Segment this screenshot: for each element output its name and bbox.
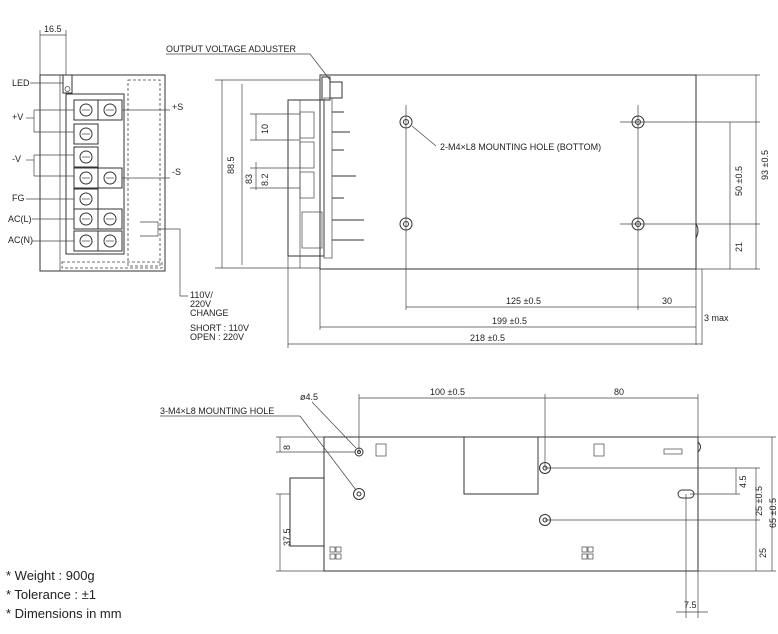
label-output-voltage-adjuster: OUTPUT VOLTAGE ADJUSTER — [166, 44, 297, 54]
dim-30: 30 — [662, 296, 672, 306]
dim-25-a: 25 ±0.5 — [754, 486, 764, 516]
label-ac-l: AC(L) — [8, 214, 32, 224]
terminal-screws — [73, 99, 123, 252]
top-view: OUTPUT VOLTAGE ADJUSTER — [166, 44, 770, 348]
chassis-top — [319, 74, 697, 270]
dim-37-5: 37.5 — [282, 528, 292, 546]
terminal-strip-side — [287, 99, 325, 257]
label-fg: FG — [12, 193, 25, 203]
terminal-block — [65, 93, 125, 255]
dim-8: 8 — [282, 445, 292, 450]
note-tolerance: * Tolerance : ±1 — [6, 587, 97, 602]
dim-25-b: 25 — [758, 548, 768, 558]
dim-7-5: 7.5 — [684, 600, 697, 610]
terminal-side — [289, 477, 325, 547]
dim-50: 50 ±0.5 — [734, 166, 744, 196]
chassis-side — [323, 436, 699, 572]
change-open: OPEN : 220V — [190, 332, 244, 342]
change-short: SHORT : 110V — [190, 323, 249, 333]
label-led: LED — [12, 78, 30, 88]
change-line1: 110V/ — [190, 290, 213, 300]
label-mounting-hole-bottom: 2-M4×L8 MOUNTING HOLE (BOTTOM) — [440, 142, 601, 152]
mounting-holes-bottom — [399, 115, 645, 231]
dim-dia-4-5: ø4.5 — [300, 392, 318, 402]
change-line3: CHANGE — [190, 308, 229, 318]
change-line2: 220V — [190, 299, 211, 309]
dim-125: 125 ±0.5 — [506, 296, 541, 306]
led-indicator — [62, 74, 73, 94]
front-view: 16.5 LED +V -V — [8, 24, 249, 342]
dim-88-5: 88.5 — [226, 156, 236, 174]
dim-10: 10 — [260, 124, 270, 134]
dim-21: 21 — [734, 242, 744, 252]
label-mounting-hole-side: 3-M4×L8 MOUNTING HOLE — [160, 406, 274, 416]
dim-93: 93 ±0.5 — [760, 150, 770, 180]
side-view: 3-M4×L8 MOUNTING HOLE ø4.5 100 ±0.5 80 8… — [160, 387, 778, 618]
dim-80: 80 — [614, 387, 624, 397]
label-pos-s: +S — [172, 102, 183, 112]
spec-notes: * Weight : 900g * Tolerance : ±1 * Dimen… — [6, 566, 122, 623]
label-neg-v: -V — [12, 154, 21, 164]
dim-218: 218 ±0.5 — [470, 333, 505, 343]
label-neg-s: -S — [172, 167, 181, 177]
label-pos-v: +V — [12, 112, 23, 122]
label-ac-n: AC(N) — [8, 235, 33, 245]
dim-65: 65 ±0.5 — [768, 498, 778, 528]
dim-199: 199 ±0.5 — [492, 316, 527, 326]
dim-4-5: 4.5 — [738, 475, 748, 488]
dim-8-2: 8.2 — [260, 173, 270, 186]
note-weight: * Weight : 900g — [6, 568, 95, 583]
dim-3-max: 3 max — [704, 313, 729, 323]
note-units: * Dimensions in mm — [6, 606, 122, 621]
dim-100: 100 ±0.5 — [430, 387, 465, 397]
dim-16-5: 16.5 — [44, 24, 62, 34]
dim-83: 83 — [244, 174, 254, 184]
